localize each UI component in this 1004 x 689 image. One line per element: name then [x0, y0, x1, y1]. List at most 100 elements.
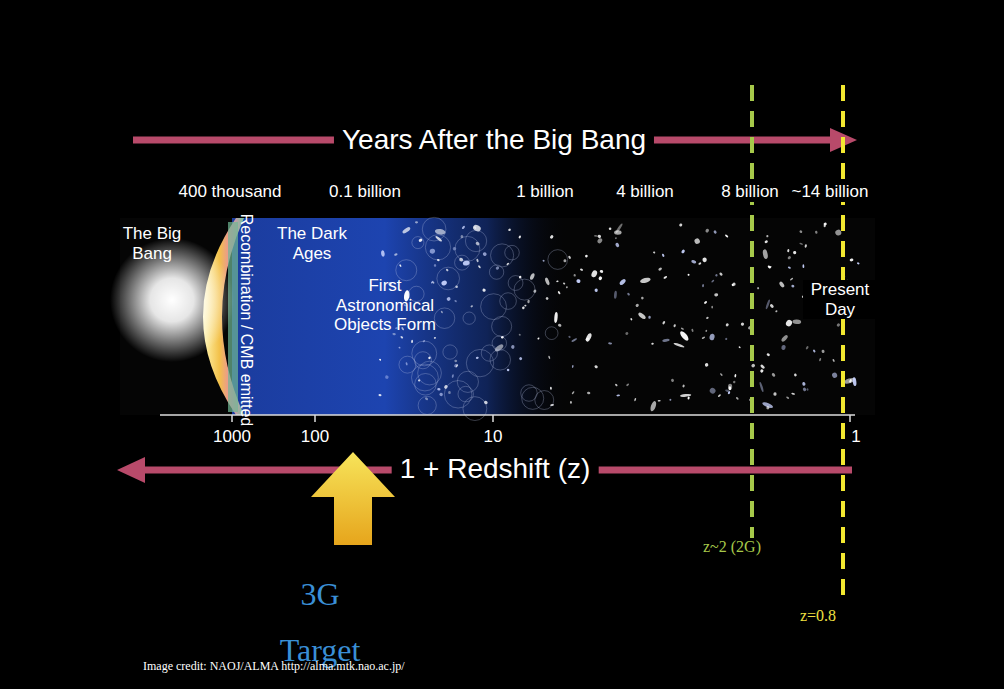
- galaxy-dot: [732, 282, 735, 286]
- galaxy-dot: [720, 373, 723, 377]
- galaxy-dot: [728, 384, 732, 390]
- galaxy-dot: [439, 392, 444, 397]
- galaxy-dot: [727, 391, 730, 395]
- galaxy-dot: [687, 273, 690, 276]
- filament-web: [521, 385, 537, 401]
- galaxy-dot: [570, 401, 572, 404]
- galaxy-dot: [787, 255, 792, 260]
- galaxy-dot: [615, 383, 618, 386]
- galaxy-dot: [849, 258, 853, 262]
- galaxy-dot: [615, 237, 617, 239]
- galaxy-dot: [802, 264, 804, 268]
- galaxy-dot: [478, 265, 482, 269]
- galaxy-dot: [771, 372, 776, 377]
- galaxy-dot: [637, 312, 646, 321]
- galaxy-dot: [762, 401, 774, 409]
- galaxy-dot: [702, 257, 707, 262]
- filament-web: [492, 316, 512, 336]
- galaxy-dot: [616, 394, 620, 396]
- galaxy-dot: [687, 396, 690, 400]
- galaxy-dot: [799, 242, 803, 245]
- galaxy-dot: [694, 237, 701, 244]
- epoch-label: The Big Bang: [117, 224, 187, 263]
- galaxy-dot: [554, 312, 558, 323]
- galaxy-dot: [759, 382, 764, 393]
- galaxy-dot: [379, 358, 382, 361]
- galaxy-dot: [385, 375, 389, 379]
- galaxy-dot: [648, 316, 651, 319]
- filament-web: [425, 235, 450, 260]
- galaxy-dot: [571, 391, 574, 395]
- galaxy-dot: [563, 259, 567, 263]
- galaxy-dot: [734, 374, 736, 378]
- filament-web: [545, 327, 558, 340]
- filament-web: [411, 364, 438, 391]
- galaxy-dot: [549, 235, 554, 240]
- galaxy-dot: [681, 249, 686, 254]
- galaxy-dot: [701, 336, 705, 339]
- galaxy-dot: [791, 392, 795, 395]
- galaxy-dot: [663, 275, 667, 279]
- galaxy-dot: [594, 288, 598, 292]
- galaxy-dot: [781, 344, 787, 350]
- galaxy-dot: [542, 260, 545, 263]
- time-tick: ~14 billion: [789, 182, 870, 202]
- galaxy-dot: [557, 291, 561, 295]
- galaxy-dot: [453, 363, 458, 368]
- galaxy-dot: [518, 235, 521, 239]
- galaxy-dot: [429, 248, 435, 254]
- galaxy-dot: [778, 281, 785, 288]
- galaxy-dot: [454, 360, 457, 363]
- galaxy-dot: [718, 394, 722, 398]
- galaxy-dot: [448, 391, 451, 394]
- big-bang-glow: [110, 238, 234, 362]
- galaxy-dot: [662, 338, 670, 342]
- galaxy-dot: [704, 363, 708, 367]
- filament-web: [455, 255, 470, 270]
- redshift-arrowhead: [117, 457, 145, 483]
- galaxy-dot: [537, 337, 540, 340]
- galaxy-dot: [378, 394, 381, 396]
- galaxy-dot: [804, 244, 807, 248]
- galaxy-dot: [852, 377, 857, 386]
- galaxy-dot: [572, 365, 574, 368]
- galaxy-dot: [709, 387, 717, 395]
- galaxy-dot: [719, 272, 723, 276]
- marker-label: z~2 (2G): [700, 538, 764, 556]
- galaxy-dot: [453, 247, 457, 251]
- redshift-tick: 100: [301, 427, 329, 447]
- galaxy-dot: [524, 305, 526, 307]
- filament-web: [465, 230, 486, 251]
- z2-marker-line: [750, 85, 754, 540]
- galaxy-dot: [673, 342, 685, 348]
- galaxy-dot: [590, 269, 598, 278]
- filament-web: [418, 396, 436, 414]
- filament-web: [458, 386, 474, 402]
- galaxy-dot: [405, 362, 408, 366]
- galaxy-dot: [791, 285, 794, 288]
- galaxy-dot: [545, 297, 549, 301]
- galaxy-dot: [681, 327, 685, 330]
- galaxy-dot: [714, 293, 718, 297]
- galaxy-dot: [635, 303, 639, 307]
- galaxy-dot: [455, 364, 458, 368]
- galaxy-dot: [733, 380, 736, 383]
- galaxy-dot: [662, 321, 666, 325]
- galaxy-dot: [671, 378, 675, 382]
- galaxy-dot: [751, 363, 756, 368]
- filament-web: [437, 267, 460, 290]
- filament-web: [491, 244, 514, 267]
- galaxy-dot: [760, 364, 765, 369]
- galaxy-dot: [482, 252, 487, 257]
- galaxy-dot: [563, 282, 566, 285]
- galaxy-dot: [780, 334, 788, 342]
- filament-web: [463, 397, 487, 421]
- galaxy-dot: [381, 250, 385, 257]
- galaxy-dot: [441, 280, 448, 287]
- galaxy-dot: [786, 396, 790, 399]
- galaxy-dot: [698, 262, 702, 265]
- galaxy-dot: [738, 346, 741, 349]
- galaxy-dot: [568, 335, 571, 338]
- axis-line: [160, 414, 855, 416]
- galaxy-dot: [691, 328, 694, 332]
